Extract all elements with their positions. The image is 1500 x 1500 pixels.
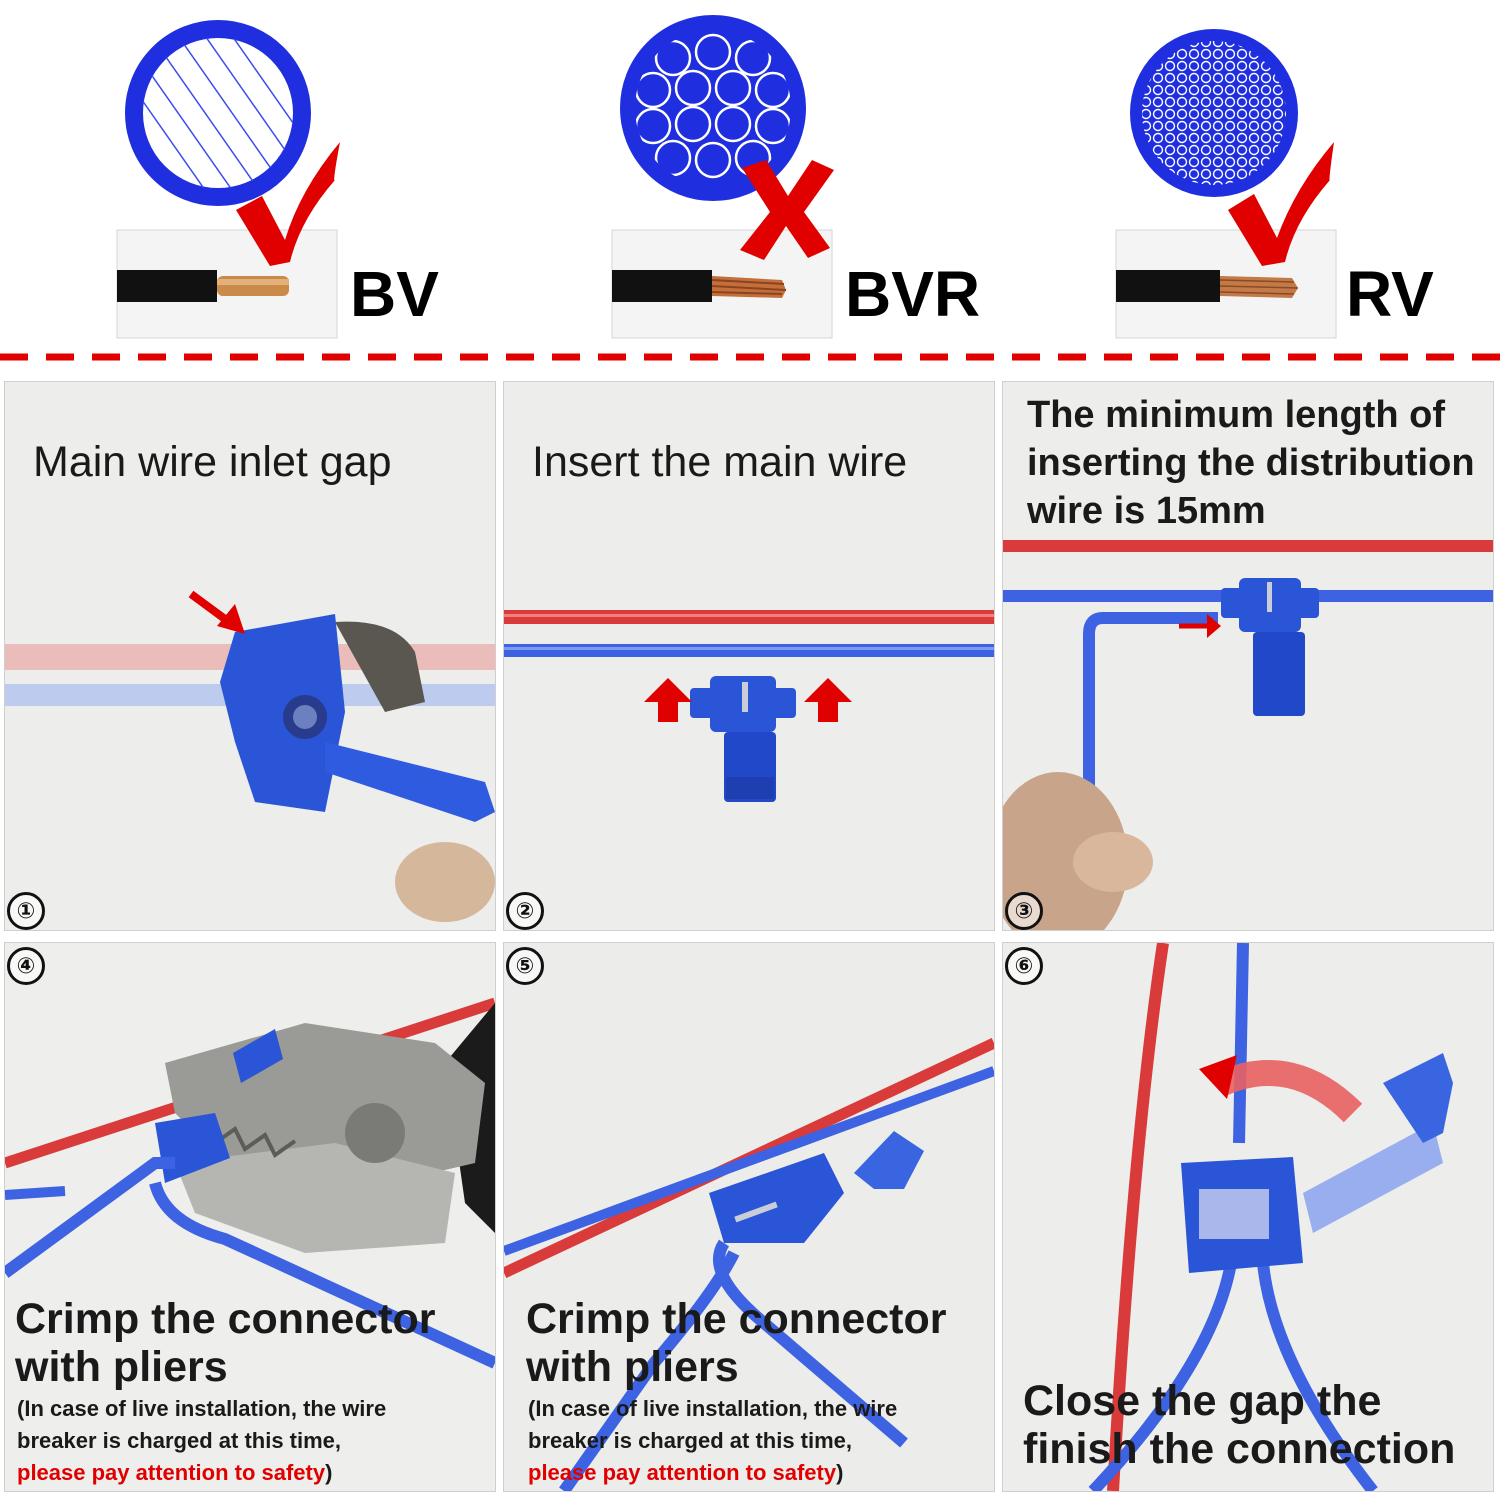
step-panel-5: Crimp the connector with pliers (In case… [503, 942, 995, 1492]
step-5-title-line-2: with pliers [526, 1343, 739, 1391]
step-3-title-line-3: wire is 15mm [1027, 490, 1266, 532]
wire-label-bvr: BVR [845, 258, 981, 330]
step-5-note-line-1: (In case of live installation, the wire [528, 1396, 898, 1421]
step-panel-2: Insert the main wire ② [503, 381, 995, 931]
step-5-note-line-2: breaker is charged at this time, [528, 1427, 853, 1453]
step-panel-4: Crimp the connector with pliers (In case… [4, 942, 496, 1492]
step-4-title-line-1: Crimp the connector [15, 1295, 436, 1343]
check-icon [236, 142, 340, 266]
bv-wire-icon [117, 270, 289, 302]
step-6-title-line-2: finish the connection [1023, 1425, 1456, 1473]
step-5-note: (In case of live installation, the wire … [528, 1393, 897, 1489]
step-4-note-end: ) [325, 1459, 333, 1485]
step-5-note-end: ) [836, 1459, 844, 1485]
step-4-title-line-2: with pliers [15, 1343, 228, 1391]
rv-cross-section-icon [1130, 29, 1298, 197]
step-4-safety-warning: please pay attention to safety [17, 1459, 326, 1485]
step-1-number: ① [7, 892, 45, 930]
step-6-title-line-1: Close the gap the [1023, 1377, 1382, 1425]
step-2-number: ② [506, 892, 544, 930]
step-4-note: (In case of live installation, the wire … [17, 1393, 386, 1489]
wire-label-rv: RV [1346, 258, 1434, 330]
dashed-divider [0, 353, 1500, 361]
step-2-title: Insert the main wire [532, 438, 908, 486]
bvr-wire-icon [612, 270, 787, 302]
step-panel-6: Close the gap the finish the connection … [1002, 942, 1494, 1492]
step-panel-1: Main wire inlet gap ① [4, 381, 496, 931]
step-4-note-line-2: breaker is charged at this time, [17, 1427, 342, 1453]
step-4-note-line-1: (In case of live installation, the wire [17, 1396, 387, 1421]
step-6-number: ⑥ [1005, 947, 1043, 985]
step-3-number: ③ [1005, 892, 1043, 930]
step-3-title-line-2: inserting the distribution [1027, 442, 1475, 484]
cross-icon [740, 160, 834, 260]
step-3-title-line-1: The minimum length of [1027, 394, 1445, 436]
step-5-title-line-1: Crimp the connector [526, 1295, 947, 1343]
step-5-number: ⑤ [506, 947, 544, 985]
step-1-title: Main wire inlet gap [33, 438, 392, 486]
bvr-cross-section-icon [620, 15, 806, 201]
step-5-safety-warning: please pay attention to safety [528, 1459, 837, 1485]
bv-cross-section-icon [125, 20, 311, 206]
wire-types-illustration [116, 15, 1337, 339]
step-panel-3: The minimum length of inserting the dist… [1002, 381, 1494, 931]
check-icon [1228, 142, 1334, 266]
wire-label-bv: BV [350, 258, 439, 330]
step-4-number: ④ [7, 947, 45, 985]
rv-wire-icon [1116, 270, 1299, 302]
